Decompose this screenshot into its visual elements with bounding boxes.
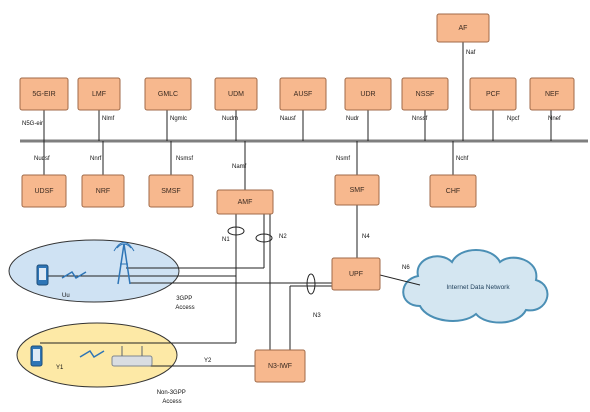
n4-label: N4 xyxy=(362,234,370,240)
amf-box xyxy=(216,189,274,215)
nef-box xyxy=(529,77,575,111)
nudm-label: Nudm xyxy=(222,116,238,122)
ausf-label: AUSF xyxy=(294,91,313,98)
naf-label: Naf xyxy=(466,50,476,56)
nnrf-label: Nnrf xyxy=(90,156,102,162)
chf-label: CHF xyxy=(446,188,460,195)
smsf-label: SMSF xyxy=(161,188,180,195)
udr-label: UDR xyxy=(360,91,375,98)
5g-eir-label: 5G-EIR xyxy=(32,91,55,98)
namf-label: Namf xyxy=(232,164,247,170)
upf-box xyxy=(331,257,381,291)
nssf-box xyxy=(401,77,449,111)
gnb-tower-icon xyxy=(113,242,135,285)
y2-label: Y2 xyxy=(204,358,212,364)
smf-label: SMF xyxy=(350,187,365,194)
pcf-box xyxy=(469,77,517,111)
nudsf-label: Nudsf xyxy=(34,156,50,162)
wifi-router-icon xyxy=(111,346,153,367)
uu-label: Uu xyxy=(62,293,70,299)
udsf-box xyxy=(21,174,67,208)
npcf-label: Npcf xyxy=(507,116,520,122)
n5g-eir-label: N5G-eir xyxy=(22,121,43,127)
nssf-label: NSSF xyxy=(416,91,435,98)
smf-box xyxy=(334,174,380,206)
nnssf-label: Nnssf xyxy=(412,116,428,122)
nnef-label: Nnef xyxy=(548,116,561,122)
3gpp-access-ellipse xyxy=(8,239,180,303)
ausf-box xyxy=(279,77,327,111)
udsf-label: UDSF xyxy=(34,188,53,195)
smsf-box xyxy=(148,174,194,208)
nausf-label: Nausf xyxy=(280,116,296,122)
upf-label: UPF xyxy=(349,271,363,278)
n1-label: N1 xyxy=(222,237,230,243)
gmlc-box xyxy=(144,77,192,111)
internet-data-network-label: Internet Data Network xyxy=(446,284,510,291)
chf-box xyxy=(429,174,477,208)
nchf-label: Nchf xyxy=(456,156,469,162)
nef-label: NEF xyxy=(545,91,559,98)
internet-cloud xyxy=(402,249,549,324)
nudr-label: Nudr xyxy=(346,116,359,122)
ngmlc-label: Ngmlc xyxy=(170,116,187,122)
nrf-label: NRF xyxy=(96,188,110,195)
af-box xyxy=(436,13,490,43)
udr-box xyxy=(344,77,392,111)
n2-label: N2 xyxy=(279,234,287,240)
n6-label: N6 xyxy=(402,265,410,271)
pcf-label: PCF xyxy=(486,91,500,98)
udm-box xyxy=(214,77,258,111)
amf-label: AMF xyxy=(238,199,253,206)
nlmf-label: Nlmf xyxy=(102,116,115,122)
nsmsf-label: Nsmsf xyxy=(176,156,193,162)
af-label: AF xyxy=(459,25,468,32)
n3-label: N3 xyxy=(313,313,321,319)
nsmf-label: Nsmf xyxy=(336,156,350,162)
n3iwf-box xyxy=(254,349,306,383)
lmf-label: LMF xyxy=(92,91,106,98)
5g-eir-box xyxy=(19,77,69,111)
wifi-link-icon xyxy=(79,349,105,359)
lmf-box xyxy=(77,77,121,111)
udm-label: UDM xyxy=(228,91,244,98)
non-3gpp-access-label: Non-3GPP Access xyxy=(157,390,188,405)
3gpp-access-label: 3GPP Access xyxy=(175,296,194,311)
gmlc-label: GMLC xyxy=(158,91,178,98)
n3iwf-label: N3-IWF xyxy=(268,363,292,370)
y1-label: Y1 xyxy=(56,365,64,371)
radio-link-icon xyxy=(61,270,87,280)
nrf-box xyxy=(81,174,125,208)
